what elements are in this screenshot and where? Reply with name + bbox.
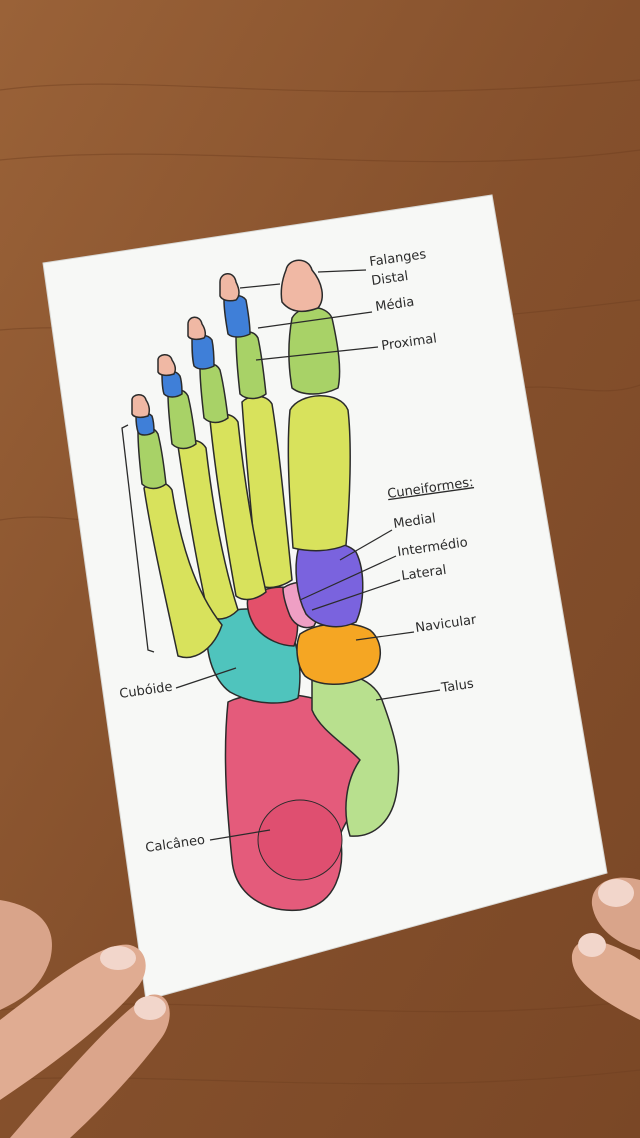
distal-phalanx-1 [280, 259, 324, 313]
proximal-phalanx-2 [235, 331, 267, 400]
middle-phalanx-3 [191, 334, 215, 370]
label-cuboide: Cubóide [118, 680, 173, 702]
middle-phalanx-2 [223, 294, 251, 338]
medial-cuneiform-bone [295, 542, 364, 628]
metatarsal-4 [177, 439, 239, 620]
distal-phalanx-2 [219, 273, 240, 302]
distal-phalanx-3 [187, 316, 207, 341]
label-distal: Distal [370, 269, 409, 289]
calcaneus-tuberosity [257, 799, 343, 881]
label-talus: Talus [439, 677, 474, 697]
right-hand [571, 877, 640, 1020]
distal-phalanx-5 [131, 394, 151, 419]
metatarsal-5 [143, 481, 223, 659]
label-media: Média [374, 295, 415, 315]
leader-lines [175, 269, 441, 841]
proximal-phalanx-1 [288, 306, 341, 395]
label-medial: Medial [392, 511, 436, 532]
proximal-phalanx-3 [199, 363, 229, 424]
label-lateral: Lateral [400, 563, 447, 584]
distal-phalanx-4 [157, 354, 177, 377]
navicular-bone [296, 622, 381, 685]
left-hand [0, 900, 170, 1138]
foot-skeleton-drawing [131, 259, 400, 912]
metatarsals-bracket [121, 424, 155, 653]
metatarsal-3 [209, 413, 267, 601]
proximal-phalanx-4 [167, 389, 197, 450]
talus-bone [311, 673, 400, 837]
middle-phalanx-4 [161, 370, 183, 398]
metatarsal-1 [287, 395, 351, 552]
